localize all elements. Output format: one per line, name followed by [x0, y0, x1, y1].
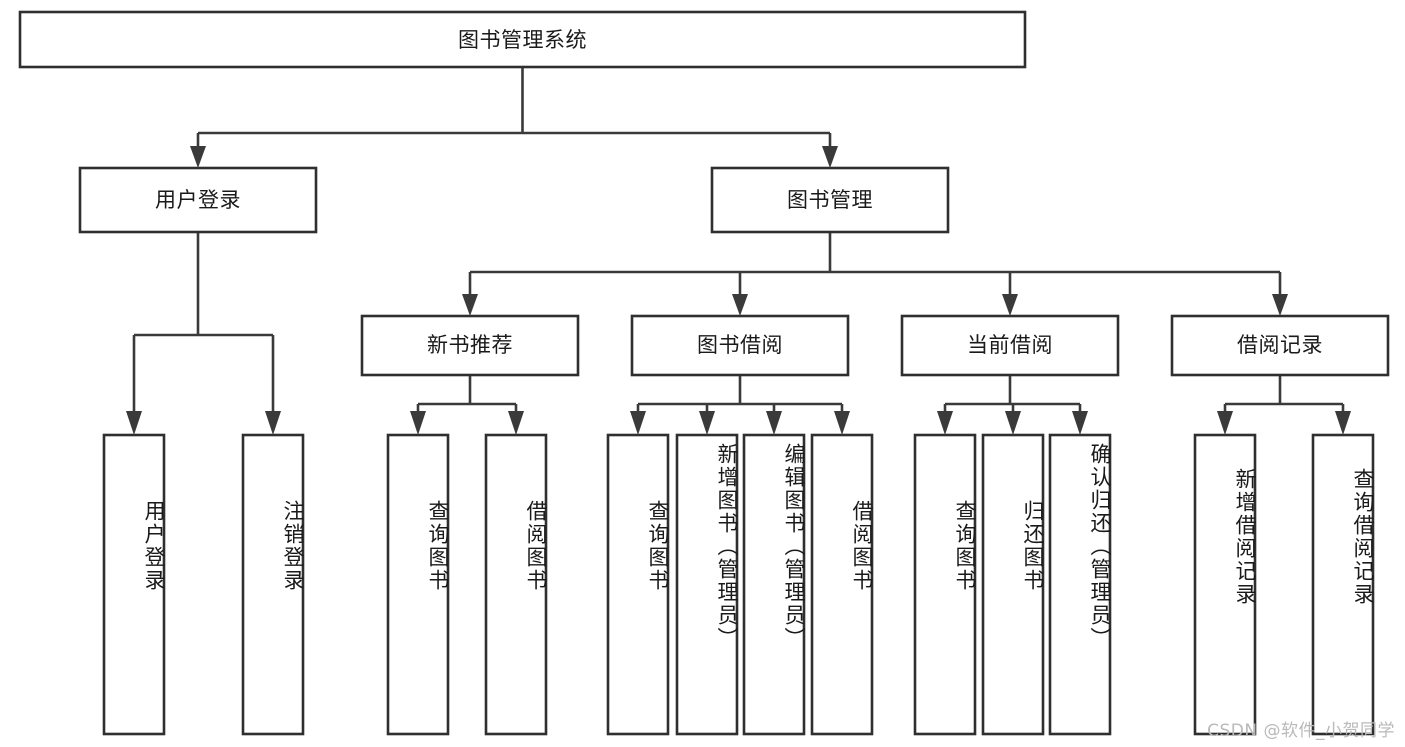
node-root-box[interactable]	[18, 10, 1027, 69]
leaf-box-borrow-book[interactable]	[810, 433, 874, 736]
leaf-box-return-book[interactable]	[981, 433, 1045, 736]
arrow-head-icon	[462, 294, 478, 316]
leaf-box-query-book-current[interactable]	[913, 433, 977, 736]
arrow-head-icon	[822, 146, 838, 168]
node-book-borrow[interactable]: 图书借阅	[630, 314, 850, 377]
arrow-head-icon	[699, 411, 715, 435]
arrow-head-icon	[265, 411, 281, 435]
arrow-head-icon	[508, 411, 524, 435]
leaf-box-query-book-newbook[interactable]	[386, 433, 450, 736]
leaf-box-logout[interactable]	[241, 433, 305, 736]
arrow-head-icon	[766, 411, 782, 435]
node-current-borrow[interactable]: 当前借阅	[900, 314, 1120, 377]
node-borrow-record-label: 借阅记录	[1237, 333, 1323, 357]
arrow-head-icon	[126, 411, 142, 435]
connectors-newbook-to-leaves	[410, 375, 524, 435]
node-user-login-label: 用户登录	[155, 188, 241, 212]
node-new-book-recommend-box[interactable]	[360, 314, 580, 377]
node-book-management-label: 图书管理	[787, 188, 873, 212]
node-current-borrow-box[interactable]	[900, 314, 1120, 377]
connectors-record-to-leaves	[1217, 375, 1351, 435]
connectors-current-to-leaves	[937, 375, 1088, 435]
node-borrow-record[interactable]: 借阅记录	[1170, 314, 1390, 377]
node-new-book-recommend-label: 新书推荐	[427, 333, 513, 357]
node-book-management[interactable]: 图书管理	[710, 166, 950, 234]
leaf-box-query-book-borrow[interactable]	[606, 433, 670, 736]
node-book-borrow-box[interactable]	[630, 314, 850, 377]
node-book-borrow-label: 图书借阅	[697, 333, 783, 357]
node-user-login-box[interactable]	[78, 166, 318, 234]
arrow-head-icon	[1005, 411, 1021, 435]
csdn-watermark: CSDN @软件_小贺同学	[1207, 721, 1395, 741]
arrow-head-icon	[190, 146, 206, 168]
connectors-borrow-to-leaves	[630, 375, 850, 435]
arrow-head-icon	[1217, 411, 1233, 435]
arrow-head-icon	[732, 294, 748, 316]
node-root-label: 图书管理系统	[458, 28, 587, 52]
arrow-head-icon	[410, 411, 426, 435]
arrow-head-icon	[1272, 294, 1288, 316]
connectors-bookmgmt-to-level3	[462, 232, 1288, 316]
leaf-box-query-borrow-record[interactable]	[1311, 433, 1375, 736]
node-root[interactable]: 图书管理系统	[18, 10, 1027, 69]
leaf-box-edit-book-admin[interactable]	[742, 433, 806, 736]
arrow-head-icon	[630, 411, 646, 435]
node-new-book-recommend[interactable]: 新书推荐	[360, 314, 580, 377]
leaf-box-borrow-book-newbook[interactable]	[484, 433, 548, 736]
leaf-box-add-borrow-record[interactable]	[1193, 433, 1257, 736]
arrow-head-icon	[1002, 294, 1018, 316]
arrow-head-icon	[937, 411, 953, 435]
connectors-userlogin-to-leaves	[126, 232, 281, 435]
node-book-management-box[interactable]	[710, 166, 950, 234]
leaf-box-user-login[interactable]	[102, 433, 166, 736]
leaf-box-add-book-admin[interactable]	[675, 433, 739, 736]
node-user-login[interactable]: 用户登录	[78, 166, 318, 234]
leaf-box-confirm-return-admin[interactable]	[1048, 433, 1112, 736]
node-borrow-record-box[interactable]	[1170, 314, 1390, 377]
arrow-head-icon	[834, 411, 850, 435]
node-current-borrow-label: 当前借阅	[967, 333, 1053, 357]
arrow-head-icon	[1335, 411, 1351, 435]
arrow-head-icon	[1072, 411, 1088, 435]
connectors-root-to-level2	[190, 67, 838, 168]
